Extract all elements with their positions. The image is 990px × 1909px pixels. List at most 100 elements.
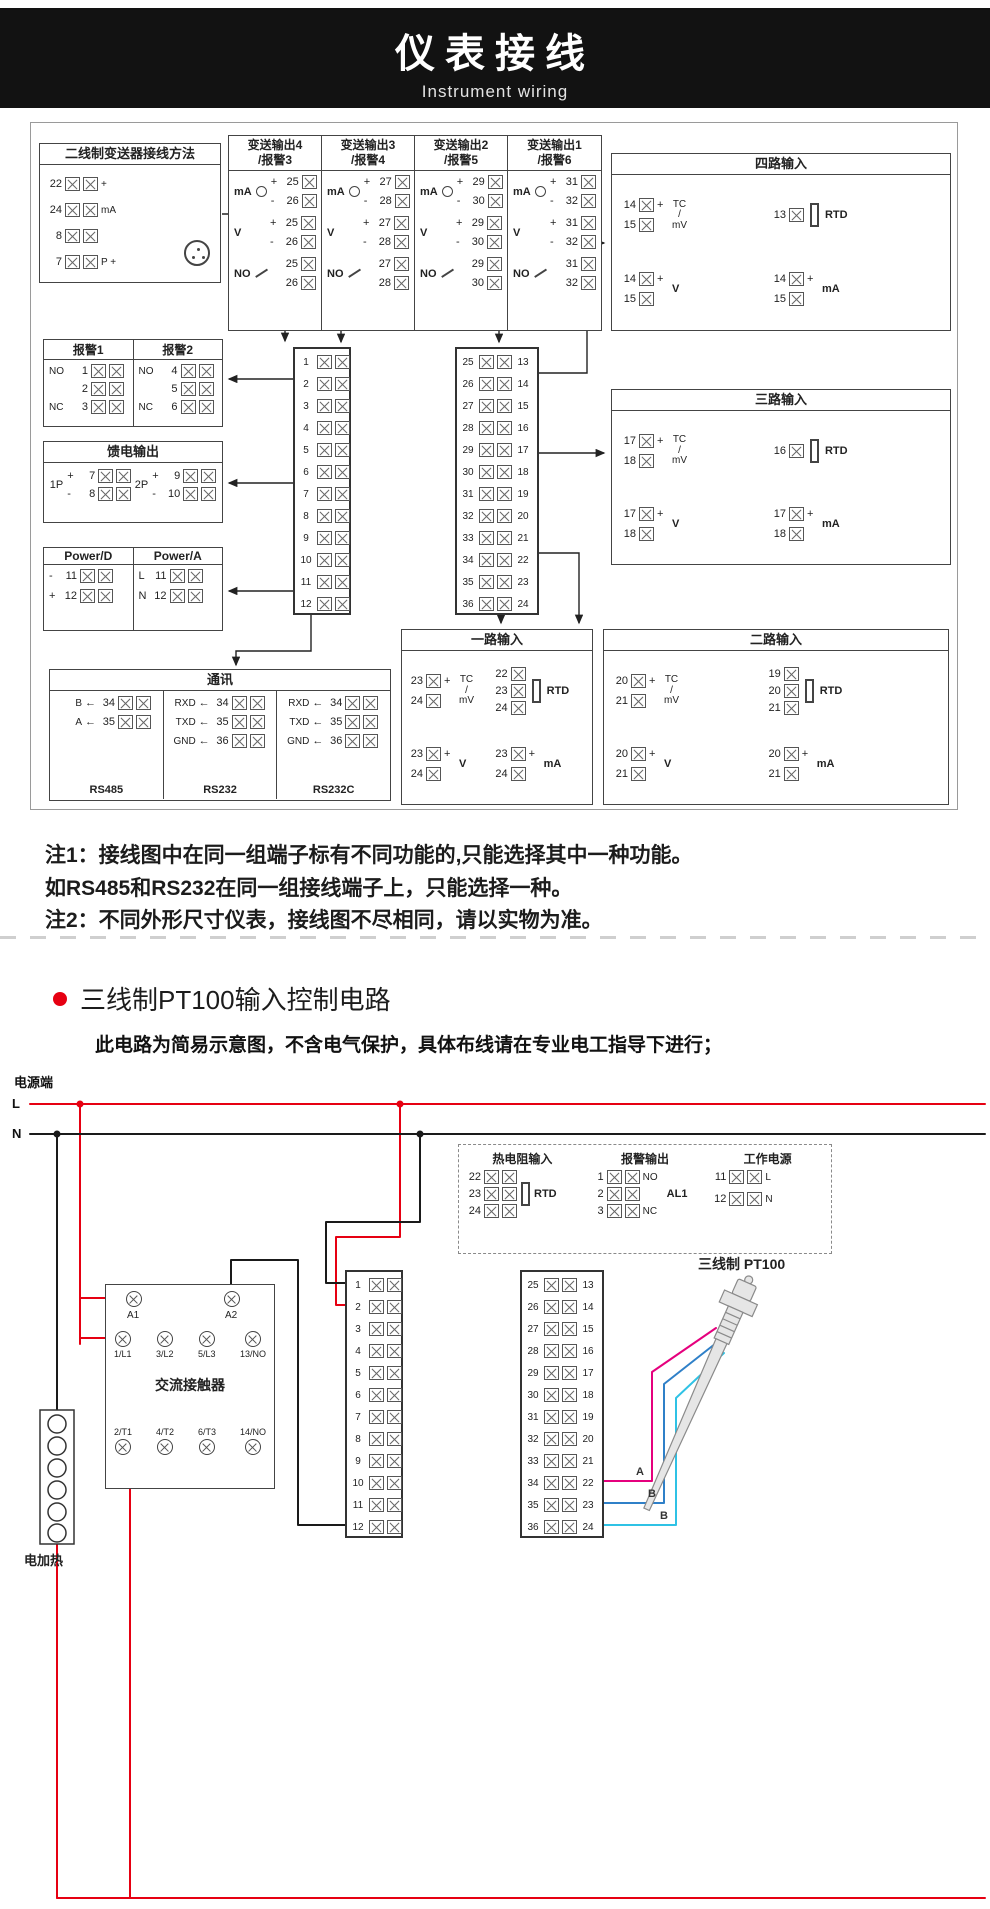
terminal-box [788, 272, 804, 287]
terminal-box [788, 292, 804, 307]
terminal-box [387, 1476, 402, 1490]
ma-label: mA [816, 757, 835, 770]
terminal-number: 28 [462, 422, 474, 434]
v-output-section: V +27 -28 [322, 212, 414, 253]
contact-label: NO [138, 365, 154, 377]
contact-label: 2/T1 [114, 1427, 133, 1437]
transmitter-connector-icon [184, 240, 210, 266]
terminal-row: 1 [298, 351, 350, 373]
terminal-box [544, 1366, 559, 1380]
terminal-box [487, 276, 502, 290]
contact-terminal: 14/NO [240, 1427, 266, 1455]
terminal-box [335, 575, 350, 589]
terminal-box [317, 553, 332, 567]
terminal-row: 5 [350, 1362, 402, 1384]
pt100-label: 三线制 PT100 [698, 1256, 786, 1272]
terminal-row: 24 mA [46, 197, 214, 223]
rtd-label: RTD [819, 684, 843, 697]
terminal-box [624, 1187, 640, 1201]
terminal-number: 32 [527, 1433, 539, 1445]
terminal-box [369, 1366, 384, 1380]
terminal-box [180, 382, 196, 396]
terminal-box [369, 1476, 384, 1490]
terminal-box [65, 203, 80, 218]
terminal-box [484, 1170, 499, 1184]
terminal-number: 32 [565, 236, 578, 248]
contact-circle-icon [198, 1439, 215, 1455]
terminal-box [109, 364, 124, 378]
terminal-row: 4 [298, 417, 350, 439]
terminal-box [639, 272, 654, 287]
mini-block-title: 报警输出 [621, 1152, 670, 1166]
terminal-box [394, 257, 409, 271]
terminal-box [345, 696, 361, 711]
terminal-row: 3 [350, 1318, 402, 1340]
v-label: V [672, 283, 680, 296]
terminal-row: 26 14 [525, 1296, 599, 1318]
wiring-notes: 注1：接线图中在同一组端子标有不同功能的,只能选择其中一种功能。 如RS485和… [45, 840, 693, 938]
terminal-number: 8 [355, 1433, 361, 1445]
contact-circle-icon [198, 1331, 215, 1347]
terminal-row: 11 [350, 1494, 402, 1516]
terminal-row: 2 [298, 373, 350, 395]
terminal-box [497, 597, 512, 611]
terminal-row: 25 13 [460, 351, 534, 373]
terminal-row: 5 [298, 439, 350, 461]
v-output-section: V +25 -26 [229, 212, 321, 253]
terminal-box [497, 421, 512, 435]
terminal-box [317, 421, 332, 435]
terminal-number: 24 [517, 598, 529, 610]
terminal-number: 25 [285, 258, 298, 270]
terminal-number: 16 [517, 422, 529, 434]
terminal-box [581, 276, 596, 290]
terminal-box [335, 355, 350, 369]
terminal-box [83, 203, 98, 218]
contact-terminal: 1/L1 [114, 1331, 132, 1359]
pt100-sensor [643, 1275, 759, 1512]
rtd-resistor-icon [809, 438, 819, 463]
tc-input-cell: 17+ 18 TC/mV [623, 433, 687, 468]
terminal-number: 15 [517, 400, 529, 412]
tc-mv-label: TC/mV [672, 434, 687, 466]
terminal-number: 28 [379, 195, 392, 207]
terminal-row: 4 [350, 1340, 402, 1362]
terminal-number: 8 [303, 510, 309, 522]
two-wire-transmitter-block: 二线制变送器接线方法 22 + 24 mA 8 [39, 143, 221, 283]
contact-circle-icon [244, 1439, 261, 1455]
terminal-box [783, 766, 799, 781]
terminal-box [544, 1432, 559, 1446]
signal-label: RXD [288, 697, 310, 709]
terminal-number: 25 [285, 217, 298, 229]
current-input-cell: 17+ 18 mA [773, 506, 840, 541]
contact-circle-icon [244, 1331, 261, 1347]
terminal-box [479, 355, 494, 369]
no-label: NO [420, 267, 437, 280]
terminal-number: 11 [65, 570, 77, 582]
v-output-section: V +29 -30 [415, 212, 507, 253]
rs232-label: RS232 [203, 784, 237, 797]
terminal-box [729, 1192, 745, 1206]
terminal-box [544, 1498, 559, 1512]
terminal-number: 35 [462, 576, 474, 588]
terminal-number: 28 [378, 236, 391, 248]
terminal-strip-left: 1 2 3 4 5 [345, 1270, 403, 1538]
feed-group-2: 2P +9-10 [135, 469, 217, 502]
terminal-box [65, 255, 80, 270]
terminal-row: 27 15 [460, 395, 534, 417]
terminal-number: 20 [582, 1433, 594, 1445]
terminal-box [544, 1322, 559, 1336]
terminal-box [788, 208, 804, 223]
terminal-box [497, 553, 512, 567]
terminal-box [183, 469, 199, 484]
wire-arrow-icon: ← [198, 697, 210, 710]
terminal-row: 34 22 [525, 1472, 599, 1494]
terminal-box [317, 443, 332, 457]
terminal-number: 13 [773, 209, 786, 222]
terminal-box [201, 487, 217, 502]
